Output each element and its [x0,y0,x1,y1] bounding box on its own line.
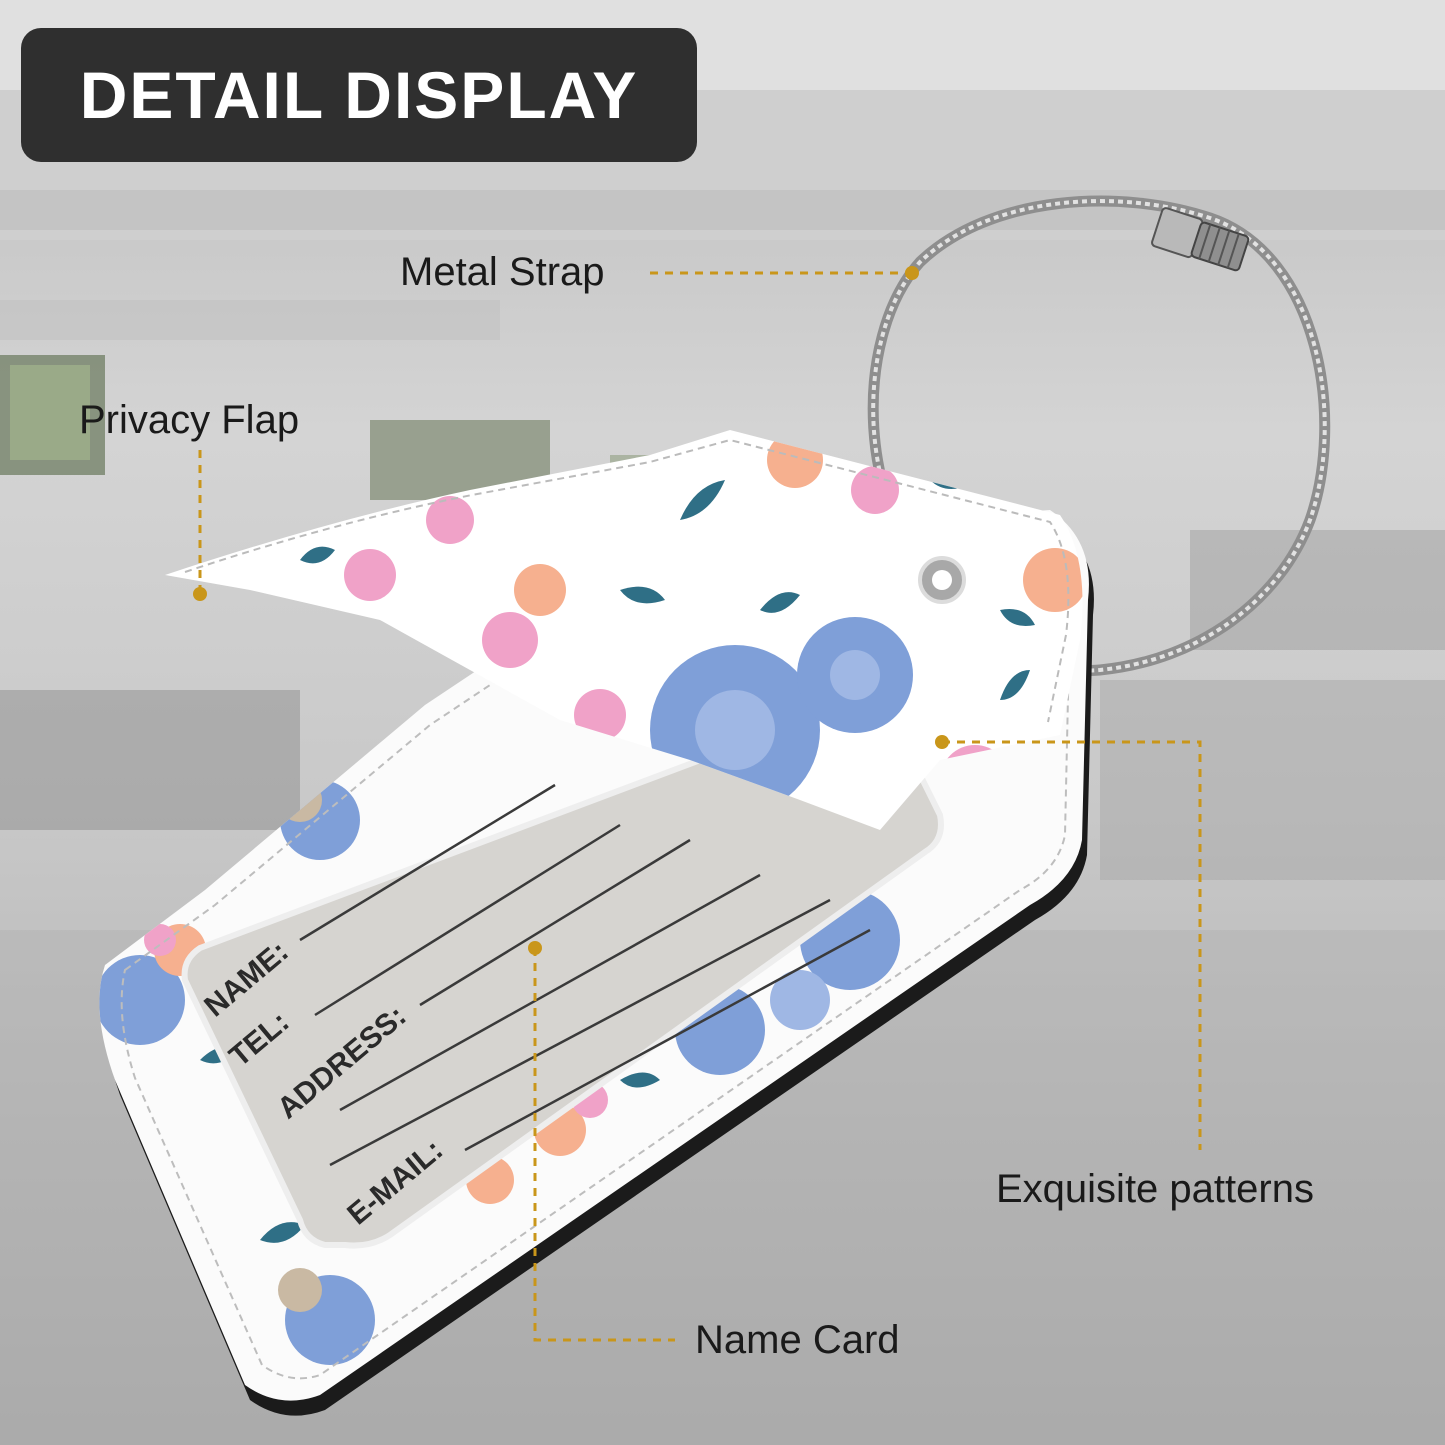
name-card: NAME: TEL: ADDRESS: E-MAIL: [181,696,944,1249]
callout-leaders [198,271,1202,1342]
luggage-tag: NAME: TEL: ADDRESS: E-MAIL: [99,430,1094,1416]
page-title: DETAIL DISPLAY [79,58,639,132]
callout-exquisite-patterns: Exquisite patterns [996,1167,1314,1211]
title-badge: DETAIL DISPLAY [21,28,697,162]
callout-name-card: Name Card [695,1318,900,1362]
callout-dots [193,266,949,955]
callout-privacy-flap: Privacy Flap [79,398,300,442]
metal-strap [867,195,1331,676]
callout-metal-strap: Metal Strap [400,250,605,294]
